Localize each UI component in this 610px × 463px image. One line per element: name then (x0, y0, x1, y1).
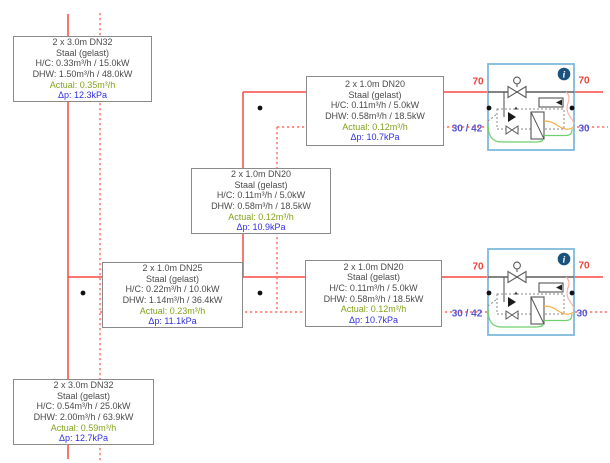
supply-temp-label: 70 (578, 75, 590, 87)
pipe-segment-box-dn32-bottom[interactable]: 2 x 3.0m DN32 Staal (gelast) H/C: 0.54m³… (13, 379, 154, 445)
pipe-pressure-drop: Δp: 10.7kPa (350, 132, 400, 143)
pipe-size: 2 x 1.0m DN20 (344, 79, 406, 90)
pipe-actual-flow: Actual: 0.12m³/h (340, 304, 407, 315)
pipe-material: Staal (gelast) (145, 273, 200, 284)
info-icon[interactable] (557, 252, 571, 266)
pipe-actual-flow: Actual: 0.35m³/h (49, 79, 116, 90)
control-valve-icon (507, 76, 527, 99)
pipe-segment-box-dn25[interactable]: 2 x 1.0m DN25 Staal (gelast) H/C: 0.22m³… (102, 262, 243, 328)
pipe-hc: H/C: 0.54m³/h / 25.0kW (36, 401, 131, 412)
pipe-segment-box-dn20-middle[interactable]: 2 x 1.0m DN20 Staal (gelast) H/C: 0.11m³… (191, 168, 331, 234)
pipe-material: Staal (gelast) (348, 89, 402, 100)
pipe-hc: H/C: 0.11m³/h / 5.0kW (329, 282, 418, 293)
pipe-size: 2 x 3.0m DN32 (53, 380, 114, 391)
return-temp-label: 30 (576, 308, 588, 320)
pipe-segment-box-dn20-bottom[interactable]: 2 x 1.0m DN20 Staal (gelast) H/C: 0.11m³… (305, 260, 442, 327)
flow-arrow-icon (514, 106, 518, 110)
pipe-dhw: DHW: 1.50m³/h / 48.0kW (32, 69, 133, 79)
controller-icon (538, 282, 564, 293)
heat-interface-unit-bottom[interactable]: i (487, 248, 575, 336)
info-icon-glyph: i (563, 255, 566, 265)
pipe-pressure-drop: Δp: 12.3kPa (57, 90, 108, 101)
heat-interface-unit-top[interactable]: i (487, 63, 575, 151)
flow-path-warm (565, 276, 575, 310)
pipe-pressure-drop: Δp: 10.7kPa (348, 314, 399, 325)
pipe-hc: H/C: 0.33m³/h / 15.0kW (35, 58, 130, 69)
pipe-material: Staal (gelast) (55, 47, 110, 58)
flow-path-medium (543, 120, 575, 130)
pipe-actual-flow: Actual: 0.12m³/h (228, 211, 294, 222)
pipe-pressure-drop: Δp: 10.9kPa (236, 222, 286, 233)
supply-temp-label: 70 (472, 76, 484, 88)
return-temp-mixed-label: 30 / 42 (451, 123, 483, 135)
pipe-actual-flow: Actual: 0.23m³/h (139, 305, 206, 316)
pipe-pressure-drop: Δp: 12.7kPa (58, 433, 109, 444)
supply-temp-label: 70 (472, 261, 484, 273)
pipe-size: 2 x 1.0m DN20 (343, 261, 404, 272)
pipe-material: Staal (gelast) (56, 390, 111, 401)
balancing-valve-icon (505, 310, 519, 320)
pipe-dhw: DHW: 0.58m³/h / 18.5kW (323, 293, 424, 304)
pipe-size: 2 x 1.0m DN20 (230, 169, 292, 180)
pipe-material: Staal (gelast) (346, 272, 401, 283)
pipe-actual-flow: Actual: 0.59m³/h (50, 422, 117, 433)
check-valve-icon (508, 112, 516, 122)
flow-path-warm (565, 91, 575, 125)
flow-path-cold-2 (544, 128, 573, 137)
pipe-actual-flow: Actual: 0.12m³/h (342, 121, 408, 132)
info-icon[interactable] (557, 67, 571, 81)
flow-path-cold-2 (544, 313, 573, 322)
pipe-material: Staal (gelast) (234, 179, 288, 190)
pipe-segment-box-dn20-top[interactable]: 2 x 1.0m DN20 Staal (gelast) H/C: 0.11m³… (306, 76, 444, 146)
pipe-dhw: DHW: 2.00m³/h / 63.9kW (33, 412, 134, 422)
return-temp-mixed-label: 30 / 42 (451, 308, 483, 320)
pipe-size: 2 x 3.0m DN32 (52, 37, 113, 48)
pipe-pressure-drop: Δp: 11.1kPa (148, 316, 197, 327)
pipe-size: 2 x 1.0m DN25 (142, 263, 203, 274)
flow-arrow-icon (514, 291, 518, 295)
pipe-segment-box-dn32-top[interactable]: 2 x 3.0m DN32 Staal (gelast) H/C: 0.33m³… (13, 36, 152, 102)
control-valve-icon (507, 261, 527, 284)
info-icon-glyph: i (563, 70, 566, 80)
pipe-dhw: DHW: 0.58m³/h / 18.5kW (211, 201, 311, 211)
pipe-hc: H/C: 0.11m³/h / 5.0kW (330, 100, 420, 111)
controller-icon (538, 97, 564, 108)
pipe-hc: H/C: 0.11m³/h / 5.0kW (216, 190, 306, 201)
flow-path-cold-1 (487, 308, 544, 328)
flow-path-medium (543, 305, 575, 315)
check-valve-icon (508, 297, 516, 307)
supply-temp-label: 70 (578, 260, 590, 272)
return-temp-label: 30 (578, 123, 590, 135)
pipe-hc: H/C: 0.22m³/h / 10.0kW (125, 284, 220, 295)
flow-path-cold-1 (487, 123, 544, 143)
pipe-dhw: DHW: 0.58m³/h / 18.5kW (325, 111, 425, 121)
pipe-dhw: DHW: 1.14m³/h / 36.4kW (122, 295, 223, 305)
balancing-valve-icon (505, 125, 519, 135)
